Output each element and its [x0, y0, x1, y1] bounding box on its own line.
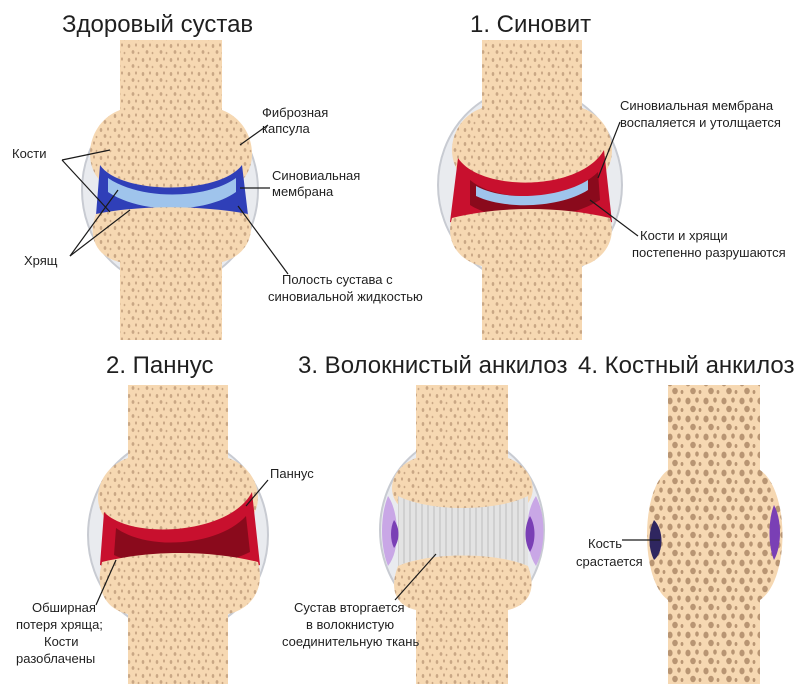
cartilage	[108, 178, 236, 209]
leader-destruction	[589, 199, 639, 237]
label-membrane-1: Синовиальная мембрана	[620, 98, 774, 113]
upper-bone	[392, 385, 533, 519]
leader-cavity	[237, 205, 289, 275]
label-cavity-2: синовиальной жидкостью	[268, 289, 423, 304]
label-loss-1: Обширная	[32, 600, 96, 615]
residual-core-left	[391, 520, 399, 548]
fibrous-tissue	[398, 496, 528, 566]
eroding-cartilage	[470, 172, 600, 219]
fused-bone	[647, 385, 783, 684]
label-fuse-1: Кость	[588, 536, 622, 551]
label-membrane-2: мембрана	[272, 184, 334, 199]
upper-bone	[98, 385, 258, 535]
leader-loss	[95, 559, 117, 606]
label-bones: Кости	[12, 146, 47, 161]
label-destruction-1: Кости и хрящи	[640, 228, 728, 243]
label-pannus: Паннус	[270, 466, 314, 481]
panel-fibrous: 3. Волокнистый анкилоз Сустав вторгается…	[282, 352, 567, 684]
leader-membrane	[597, 121, 621, 179]
upper-bone	[452, 40, 612, 191]
label-membrane-2: воспаляется и утолщается	[620, 115, 781, 130]
panel-bony: 4. Костный анкилоз Кость срастается	[576, 352, 794, 684]
label-loss-3: Кости	[44, 634, 79, 649]
panel-pannus: 2. Паннус Паннус Обширная потеря хряща; …	[16, 352, 314, 684]
leader-pannus	[245, 479, 269, 507]
panel-title-healthy: Здоровый сустав	[62, 11, 253, 38]
label-fuse-2: срастается	[576, 554, 643, 569]
lower-bone	[394, 555, 532, 684]
label-invade-3: соединительную ткань	[282, 634, 419, 649]
residual-core-right	[525, 516, 535, 552]
label-cavity-1: Полость сустава с	[282, 272, 393, 287]
label-loss-4: разоблачены	[16, 651, 95, 666]
leader-cartilage-2	[69, 209, 131, 257]
panel-title-pannus: 2. Паннус	[106, 352, 214, 379]
panel-synovitis: 1. Синовит Синовиальная мембрана воспаля…	[437, 11, 786, 340]
leader-bones-1	[61, 149, 111, 161]
panel-healthy: Здоровый сустав Кости Хрящ Фиброзная кап…	[12, 11, 423, 340]
lower-bone	[92, 207, 251, 340]
panel-title-synovitis: 1. Синовит	[470, 11, 591, 38]
label-capsule-1: Фиброзная	[262, 105, 328, 120]
label-capsule-2: капсула	[262, 121, 311, 136]
fusion-remnant-right	[769, 505, 780, 560]
cartilage	[476, 180, 588, 206]
residual-cavity-left	[382, 496, 398, 566]
label-membrane-1: Синовиальная	[272, 168, 360, 183]
label-cartilage: Хрящ	[24, 253, 58, 268]
label-destruction-2: постепенно разрушаются	[632, 245, 786, 260]
label-invade-2: в волокнистую	[306, 617, 394, 632]
panel-title-fibrous: 3. Волокнистый анкилоз	[298, 352, 567, 379]
leader-bones-2	[61, 159, 111, 213]
lower-bone	[99, 553, 260, 684]
label-loss-2: потеря хряща;	[16, 617, 103, 632]
upper-bone	[90, 40, 252, 195]
lower-bone	[450, 209, 612, 340]
label-invade-1: Сустав вторгается	[294, 600, 405, 615]
leader-invade	[394, 553, 437, 601]
panel-title-bony: 4. Костный анкилоз	[578, 352, 794, 379]
leader-cartilage-1	[69, 189, 119, 257]
leader-capsule	[239, 124, 269, 146]
